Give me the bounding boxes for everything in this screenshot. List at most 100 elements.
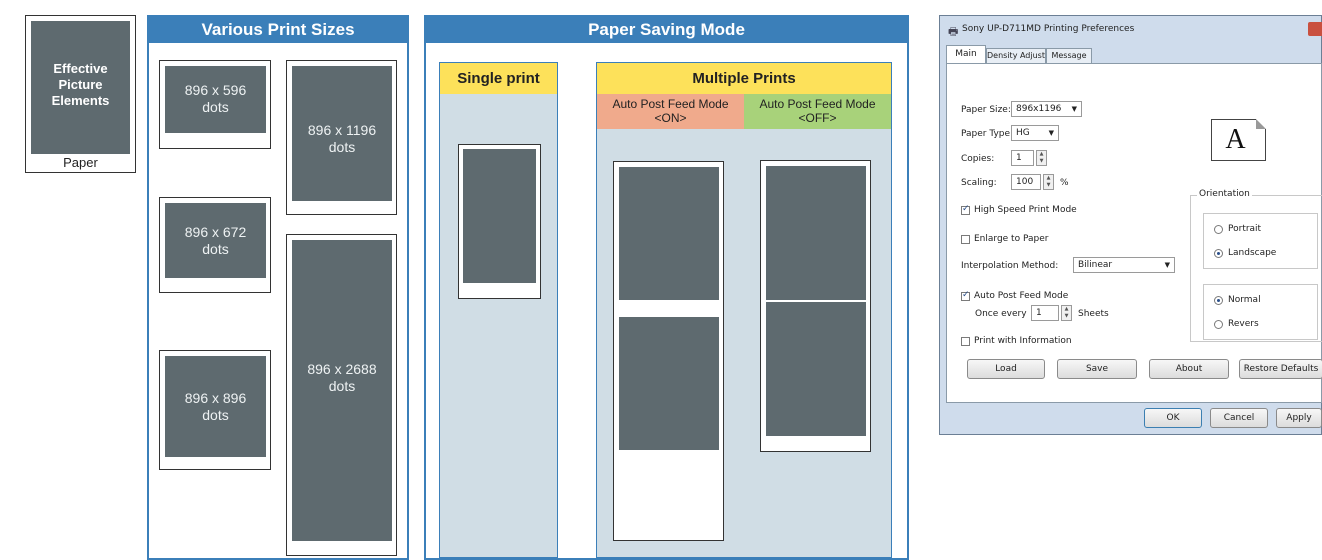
- print-size-label: 896 x 596 dots: [184, 82, 247, 115]
- landscape-radio[interactable]: [1214, 249, 1223, 258]
- copies-input[interactable]: 1: [1011, 150, 1034, 166]
- print-size-label: 896 x 1196 dots: [307, 122, 377, 155]
- picture-area: 896 x 596 dots: [165, 66, 266, 133]
- paper-label: Paper: [63, 155, 98, 170]
- print-size-896x2688: 896 x 2688 dots: [286, 234, 397, 556]
- portrait-radio[interactable]: [1214, 225, 1223, 234]
- tab-message[interactable]: Message: [1046, 48, 1092, 64]
- paper-legend: Effective Picture Elements Paper: [25, 15, 136, 173]
- direction-box: Normal Revers: [1203, 284, 1318, 340]
- print-size-label: 896 x 896 dots: [184, 390, 247, 423]
- copies-spinner[interactable]: ▲▼: [1036, 150, 1047, 166]
- orientation-preview: A: [1211, 119, 1266, 161]
- scaling-label: Scaling:: [961, 178, 997, 188]
- auto-post-feed-off-paper: [760, 160, 871, 452]
- picture-area: [766, 302, 866, 436]
- portrait-label: Portrait: [1228, 224, 1262, 234]
- copies-label: Copies:: [961, 154, 995, 164]
- print-size-label: 896 x 672 dots: [184, 224, 247, 257]
- print-size-896x596: 896 x 596 dots: [159, 60, 271, 149]
- dialog-title: Sony UP-D711MD Printing Preferences: [962, 24, 1135, 34]
- sheets-label: Sheets: [1078, 309, 1109, 319]
- multiple-prints-column: Multiple Prints Auto Post Feed Mode <ON>…: [596, 62, 892, 558]
- print-info-checkbox[interactable]: [961, 337, 970, 346]
- cancel-button[interactable]: Cancel: [1210, 408, 1268, 428]
- main-tab-panel: Paper Size: 896x1196 ▼ Paper Type: HG ▼ …: [946, 63, 1322, 403]
- chevron-down-icon: ▼: [1071, 105, 1077, 113]
- print-size-896x896: 896 x 896 dots: [159, 350, 271, 470]
- picture-area: [619, 167, 719, 300]
- revers-label: Revers: [1228, 319, 1259, 329]
- picture-area: 896 x 896 dots: [165, 356, 266, 457]
- once-every-label: Once every: [975, 309, 1027, 319]
- tab-density-adjust-label: Density Adjust: [987, 51, 1045, 60]
- interpolation-value: Bilinear: [1078, 260, 1113, 270]
- ok-button[interactable]: OK: [1144, 408, 1202, 428]
- once-every-input[interactable]: 1: [1031, 305, 1059, 321]
- print-info-label: Print with Information: [974, 336, 1072, 346]
- dialog-title-bar: 🖶 Sony UP-D711MD Printing Preferences: [940, 16, 1322, 44]
- paper-saving-panel: Paper Saving Mode Single print Multiple …: [424, 15, 909, 560]
- orientation-group: Orientation Portrait Landscape Normal Re…: [1190, 189, 1322, 342]
- save-button[interactable]: Save: [1057, 359, 1137, 379]
- auto-post-feed-off-label: Auto Post Feed Mode <OFF>: [744, 94, 891, 129]
- restore-defaults-button[interactable]: Restore Defaults: [1239, 359, 1322, 379]
- effective-picture-elements-label: Effective Picture Elements: [51, 61, 110, 108]
- auto-post-feed-label: Auto Post Feed Mode: [974, 291, 1069, 301]
- scaling-input[interactable]: 100: [1011, 174, 1041, 190]
- multiple-prints-title: Multiple Prints: [597, 63, 891, 94]
- picture-area: [463, 149, 536, 283]
- once-every-spinner[interactable]: ▲▼: [1061, 305, 1072, 321]
- print-sizes-panel: Various Print Sizes 896 x 596 dots 896 x…: [147, 15, 409, 560]
- paper-type-label: Paper Type:: [961, 129, 1014, 139]
- tab-density-adjust[interactable]: Density Adjust: [986, 48, 1046, 64]
- apply-button[interactable]: Apply: [1276, 408, 1322, 428]
- auto-post-feed-on-paper: [613, 161, 724, 541]
- copies-value: 1: [1016, 153, 1022, 163]
- enlarge-checkbox[interactable]: [961, 235, 970, 244]
- close-icon[interactable]: [1308, 22, 1322, 36]
- scaling-spinner[interactable]: ▲▼: [1043, 174, 1054, 190]
- normal-radio[interactable]: [1214, 296, 1223, 305]
- revers-radio[interactable]: [1214, 320, 1223, 329]
- about-button[interactable]: About: [1149, 359, 1229, 379]
- high-speed-checkbox[interactable]: [961, 204, 970, 215]
- tab-main-label: Main: [955, 49, 977, 59]
- interpolation-label: Interpolation Method:: [961, 261, 1059, 271]
- print-size-896x1196: 896 x 1196 dots: [286, 60, 397, 215]
- paper-type-value: HG: [1016, 128, 1030, 138]
- orientation-label: Orientation: [1197, 189, 1252, 199]
- paper-size-value: 896x1196: [1016, 104, 1062, 114]
- paper-type-select[interactable]: HG ▼: [1011, 125, 1059, 141]
- printing-preferences-dialog: 🖶 Sony UP-D711MD Printing Preferences Ma…: [939, 15, 1322, 435]
- normal-label: Normal: [1228, 295, 1261, 305]
- tab-message-label: Message: [1051, 51, 1087, 60]
- picture-area: 896 x 2688 dots: [292, 240, 392, 541]
- picture-area: 896 x 1196 dots: [292, 66, 392, 201]
- print-size-896x672: 896 x 672 dots: [159, 197, 271, 293]
- page-corner-fold: [1256, 119, 1266, 129]
- high-speed-label: High Speed Print Mode: [974, 205, 1077, 215]
- scaling-value: 100: [1016, 177, 1034, 187]
- tab-main[interactable]: Main: [946, 45, 986, 64]
- enlarge-label: Enlarge to Paper: [974, 234, 1049, 244]
- picture-area: 896 x 672 dots: [165, 203, 266, 278]
- single-print-paper: [458, 144, 541, 299]
- auto-post-feed-checkbox[interactable]: [961, 290, 970, 301]
- effective-picture-elements: Effective Picture Elements: [31, 21, 130, 154]
- picture-area: [766, 166, 866, 300]
- load-button[interactable]: Load: [967, 359, 1045, 379]
- interpolation-select[interactable]: Bilinear ▼: [1073, 257, 1175, 273]
- landscape-label: Landscape: [1228, 248, 1277, 258]
- picture-area: [619, 317, 719, 450]
- paper-saving-title: Paper Saving Mode: [426, 17, 907, 43]
- single-print-title: Single print: [440, 63, 557, 94]
- once-every-value: 1: [1036, 308, 1042, 318]
- paper-size-select[interactable]: 896x1196 ▼: [1011, 101, 1082, 117]
- print-sizes-title: Various Print Sizes: [149, 17, 407, 43]
- preview-letter: A: [1225, 124, 1246, 155]
- single-print-column: Single print: [439, 62, 558, 558]
- scaling-unit: %: [1060, 178, 1069, 188]
- chevron-down-icon: ▼: [1048, 129, 1054, 137]
- orientation-box: Portrait Landscape: [1203, 213, 1318, 269]
